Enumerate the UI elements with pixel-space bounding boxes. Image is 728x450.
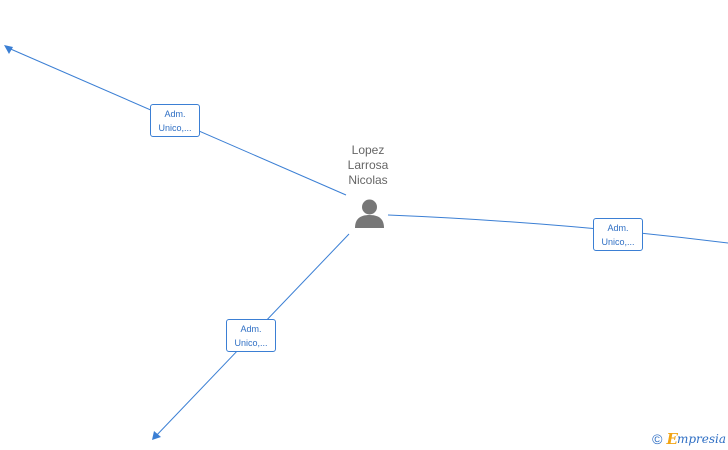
edge-label-lower-left[interactable]: Adm. Unico,... (226, 319, 276, 352)
name-line-2: Larrosa (347, 158, 389, 172)
brand-initial: E (666, 430, 678, 448)
empresia-watermark: © E mpresia (652, 430, 726, 448)
edge-label-line-2: Unico,... (601, 237, 635, 247)
edge-label-line-1: Adm. (607, 223, 629, 233)
name-line-1: Lopez (351, 143, 385, 157)
edge-label-line-2: Unico,... (234, 338, 268, 348)
person-icon[interactable] (354, 198, 385, 228)
arrowhead-lower-left (152, 431, 161, 440)
center-person-name[interactable]: Lopez Larrosa Nicolas (318, 143, 418, 188)
edge-label-right[interactable]: Adm. Unico,... (593, 218, 643, 251)
edge-line-right (387, 214, 728, 244)
edge-label-line-2: Unico,... (158, 123, 192, 133)
copyright-icon: © (652, 431, 663, 447)
edge-label-line-1: Adm. (164, 109, 186, 119)
edge-label-line-1: Adm. (240, 324, 262, 334)
brand-name: mpresia (676, 432, 726, 446)
name-line-3: Nicolas (348, 173, 388, 187)
arrowhead-upper-left (4, 45, 13, 54)
edge-label-upper-left[interactable]: Adm. Unico,... (150, 104, 200, 137)
